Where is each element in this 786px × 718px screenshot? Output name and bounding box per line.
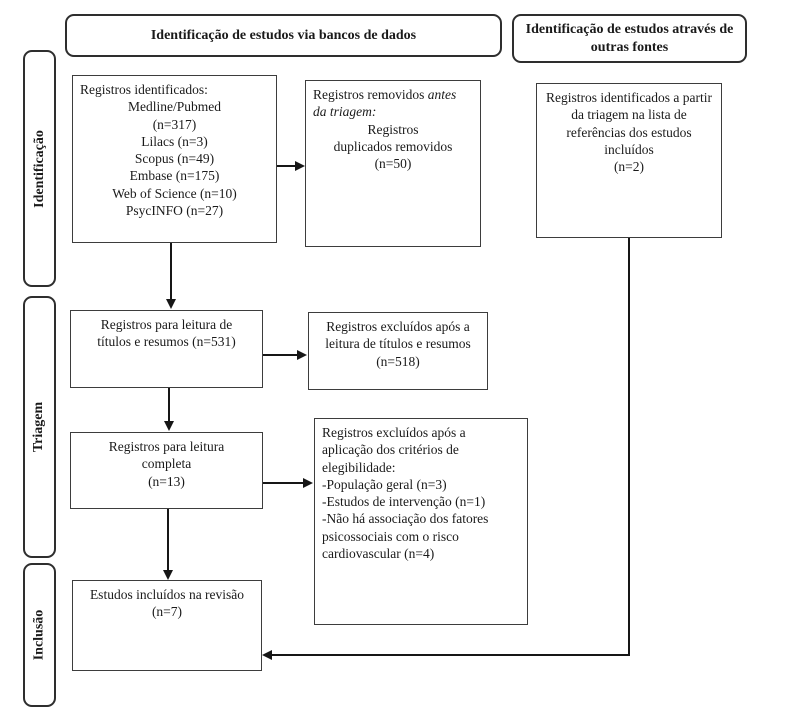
arrow-othersources-to-included-vline [628,238,630,656]
arrow-screening-to-fulltext-line [168,388,170,421]
box-included-studies: Estudos incluídos na revisão(n=7) [72,580,262,671]
arrow-fulltext-to-excluded2-line [263,482,304,484]
stage-identification-label: Identificação [31,129,47,208]
arrow-screening-to-excluded1-line [263,354,298,356]
stage-bar-inclusion: Inclusão [23,563,56,707]
stage-screening-label: Triagem [31,401,47,453]
box-records-identified: Registros identificados: Medline/Pubmed(… [72,75,277,243]
arrow-fulltext-to-included-line [167,509,169,570]
arrow-screening-to-excluded1-head-icon [297,350,307,360]
box-records-identified-sources: Medline/Pubmed(n=317)Lilacs (n=3)Scopus … [112,99,237,218]
arrow-screening-to-fulltext-head-icon [164,421,174,431]
box-records-removed-lead-italic: antes da triagem: [313,87,457,120]
arrow-identified-to-removed-line [277,165,296,167]
box-records-removed-lead: Registros removidos [313,87,428,102]
stage-bar-screening: Triagem [23,296,56,558]
box-included-studies-text: Estudos incluídos na revisão(n=7) [89,587,245,620]
arrow-fulltext-to-excluded2-head-icon [303,478,313,488]
stage-inclusion-label: Inclusão [31,609,47,661]
header-identification-other-sources: Identificação de estudos através de outr… [512,14,747,63]
arrow-identified-to-screening-head-icon [166,299,176,309]
stage-bar-identification: Identificação [23,50,56,287]
header-identification-databases: Identificação de estudos via bancos de d… [65,14,502,57]
arrow-identified-to-removed-head-icon [295,161,305,171]
box-records-removed-title: Registros removidos antes da triagem: [313,86,473,121]
arrow-othersources-to-included-head-icon [262,650,272,660]
arrow-fulltext-to-included-head-icon [163,570,173,580]
header-identification-other-sources-label: Identificação de estudos através de outr… [525,22,734,55]
arrow-othersources-to-included-hline [271,654,630,656]
arrow-identified-to-screening-line [170,243,172,299]
box-records-identified-title: Registros identificados: [80,82,208,97]
header-identification-databases-label: Identificação de estudos via bancos de d… [150,27,417,43]
box-records-removed: Registros removidos antes da triagem: Re… [305,80,481,247]
